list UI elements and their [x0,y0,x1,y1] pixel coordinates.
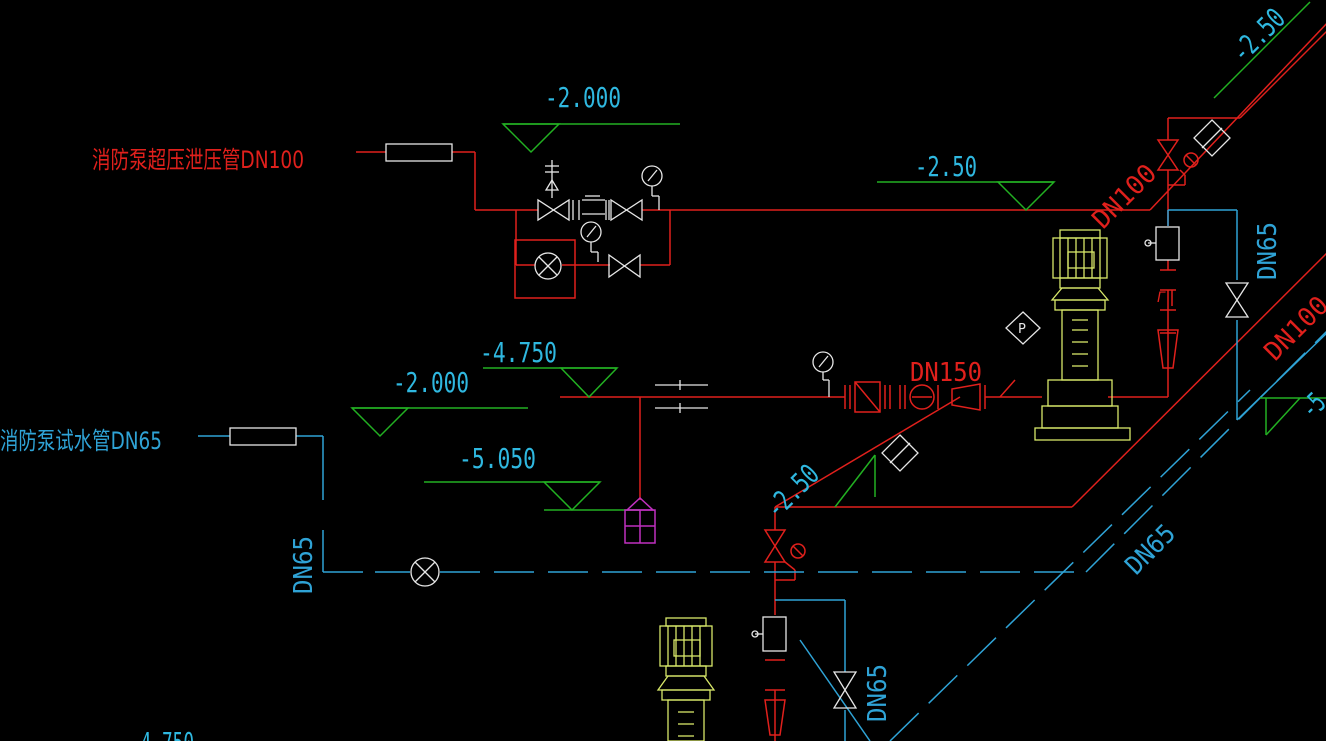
fire-pump-upper [1034,229,1131,441]
dn150-line-fittings [844,381,986,413]
test-water-pipe-label: 消防泵试水管DN65 [0,427,162,455]
dn65-right-vertical-label: DN65 [1253,222,1283,280]
elevation-markers [350,1,1326,512]
dn65-left-vertical-label: DN65 [289,536,319,594]
lower-vertical-valves [763,529,806,736]
blue-pipe-network [198,209,1326,741]
elevation-label-diag-250: -2.50 [759,458,826,525]
white-symbols [229,119,1250,709]
floor-drain-box [624,496,656,544]
pressure-relief-pipe-label: 消防泵超压泄压管DN100 [92,146,304,174]
upper-right-reducer: Γ [1157,290,1179,369]
sleeve-lower [229,427,297,446]
upper-right-valves [1156,139,1199,190]
elevation-label-top-2000: -2.000 [545,81,621,114]
dn100-right-label: DN100 [1259,291,1326,367]
elevation-label-top-250: -2.50 [915,150,977,183]
relief-valve-box [514,239,576,299]
dn150-label: DN150 [910,358,982,388]
svg-text:Γ: Γ [1157,290,1166,306]
elevation-label-5050: -5.050 [459,442,536,475]
sleeve-upper [385,143,453,162]
dn65-bottom-vertical-label: DN65 [863,664,893,722]
pressure-symbol-p: P [1018,322,1026,337]
dn100-upper-label: DN100 [1087,159,1163,235]
elevation-label-corner-250: -2.50 [1225,2,1292,69]
fire-pump-lower [656,617,716,741]
elevation-label-bottom-4750: -4.750 [130,726,194,741]
elevation-label-4750: -4.750 [480,336,557,369]
elevation-label-right-edge: -5 [1294,386,1326,425]
red-pipe-network [356,23,1326,741]
elevation-label-mid-2000: -2.000 [393,366,469,399]
